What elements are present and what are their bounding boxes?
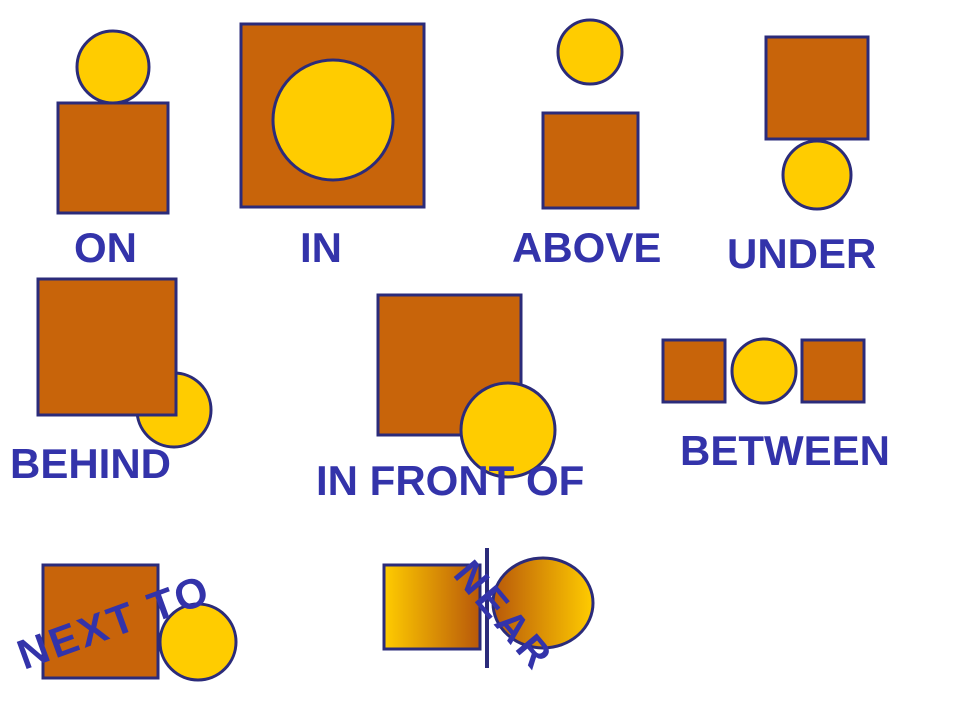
panel-under: UNDER	[727, 35, 876, 277]
panel-in-front-of: IN FRONT OF	[316, 293, 584, 504]
in-label: IN	[300, 224, 342, 271]
in-front-of-label: IN FRONT OF	[316, 457, 584, 504]
panel-in: IN	[239, 22, 426, 271]
panel-on: ON	[56, 29, 170, 271]
between-circle	[730, 337, 798, 405]
under-circle	[781, 139, 853, 211]
panel-next-to: NEXT TO	[11, 563, 238, 682]
near-circle	[491, 556, 595, 650]
panel-above: ABOVE	[512, 18, 661, 271]
above-label: ABOVE	[512, 224, 661, 271]
panel-near: NEAR	[382, 548, 595, 680]
on-circle	[75, 29, 151, 105]
next-to-circle	[158, 602, 238, 682]
near-square	[382, 563, 482, 651]
under-square	[764, 35, 870, 141]
between-left-square	[661, 338, 727, 404]
panel-behind: BEHIND	[10, 277, 213, 487]
in-front-of-circle	[459, 381, 557, 479]
between-right-square	[800, 338, 866, 404]
above-circle	[556, 18, 624, 86]
in-circle	[271, 58, 395, 182]
on-label: ON	[74, 224, 137, 271]
behind-square	[36, 277, 178, 417]
behind-label: BEHIND	[10, 440, 171, 487]
above-square	[541, 111, 640, 210]
under-label: UNDER	[727, 230, 876, 277]
panel-between: BETWEEN	[661, 337, 890, 474]
on-square	[56, 101, 170, 215]
between-label: BETWEEN	[680, 427, 890, 474]
next-to-square	[41, 563, 160, 680]
